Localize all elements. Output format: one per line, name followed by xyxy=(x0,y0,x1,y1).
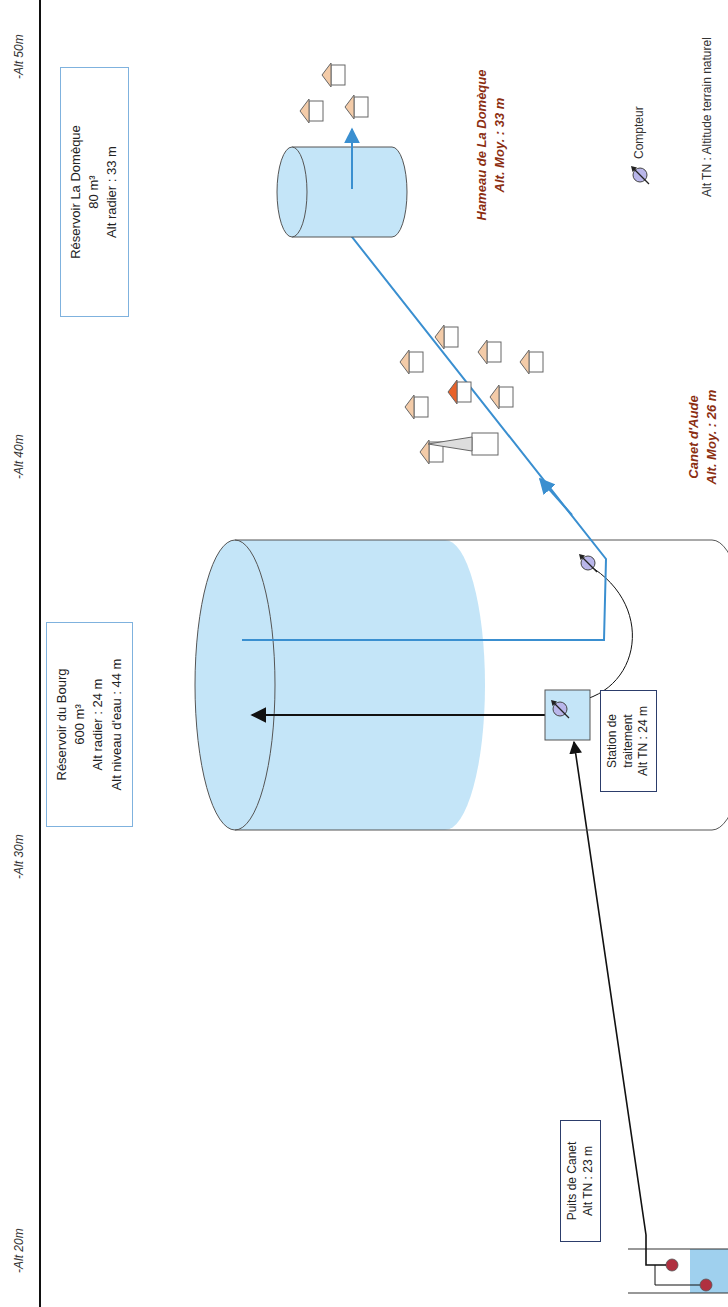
canet-village xyxy=(400,325,543,464)
legend-text: Compteur xyxy=(632,106,646,159)
box-text: Alt TN : 24 m xyxy=(636,697,652,785)
box-text: 80 m³ xyxy=(85,76,103,308)
box-text: Réservoir La Domèque xyxy=(67,76,85,308)
hamlet-supply xyxy=(351,129,353,189)
axis-line xyxy=(39,0,41,1307)
place-altitude: Alt. Moy. : 26 m xyxy=(704,362,719,512)
axis-label: -Alt 30m xyxy=(12,834,26,879)
outlet-loop xyxy=(560,565,632,703)
meter xyxy=(551,700,569,718)
treatment-station xyxy=(545,690,590,740)
place-name: Hameau de La Domèque xyxy=(474,45,489,245)
box-text: Réservoir du Bourg xyxy=(53,631,71,818)
label-box: Réservoir du Bourg600 m³Alt radier : 24 … xyxy=(46,622,133,827)
label-box: Station de traitementAlt TN : 24 m xyxy=(600,690,657,792)
hamlet-houses xyxy=(300,63,368,123)
distribution-pipe xyxy=(242,171,606,640)
branch-canet xyxy=(540,479,572,515)
legend-entry: Alt TN : Altitude terrain naturel xyxy=(700,37,714,197)
axis-label: -Alt 20m xyxy=(12,1228,26,1273)
legend-meter-symbol xyxy=(631,166,649,184)
axis-label: -Alt 50m xyxy=(12,34,26,79)
legend-entry: Compteur xyxy=(632,106,646,159)
box-text: Puits de Canet xyxy=(565,1127,581,1235)
place-altitude: Alt. Moy. : 33 m xyxy=(492,45,507,245)
domeque-reservoir xyxy=(277,147,407,237)
box-text: 600 m³ xyxy=(71,631,89,818)
bourg-reservoir xyxy=(195,540,728,830)
label-box: Réservoir La Domèque80 m³Alt radier : 33… xyxy=(60,67,129,317)
box-text: Station de traitement xyxy=(605,697,636,785)
box-text: Alt radier : 24 m xyxy=(89,631,107,818)
meter xyxy=(579,554,597,572)
well xyxy=(628,1249,728,1293)
place-name: Canet d'Aude xyxy=(686,362,701,512)
raw-water-pipe xyxy=(574,742,666,1265)
axis-label: -Alt 40m xyxy=(12,434,26,479)
box-text: Alt niveau d'eau : 44 m xyxy=(108,631,126,818)
legend-text: Alt TN : Altitude terrain naturel xyxy=(700,37,714,197)
box-text: Alt TN : 23 m xyxy=(581,1127,597,1235)
box-text: Alt radier : 33 m xyxy=(103,76,121,308)
inlet-pipe xyxy=(252,714,545,716)
label-box: Puits de CanetAlt TN : 23 m xyxy=(560,1120,601,1242)
